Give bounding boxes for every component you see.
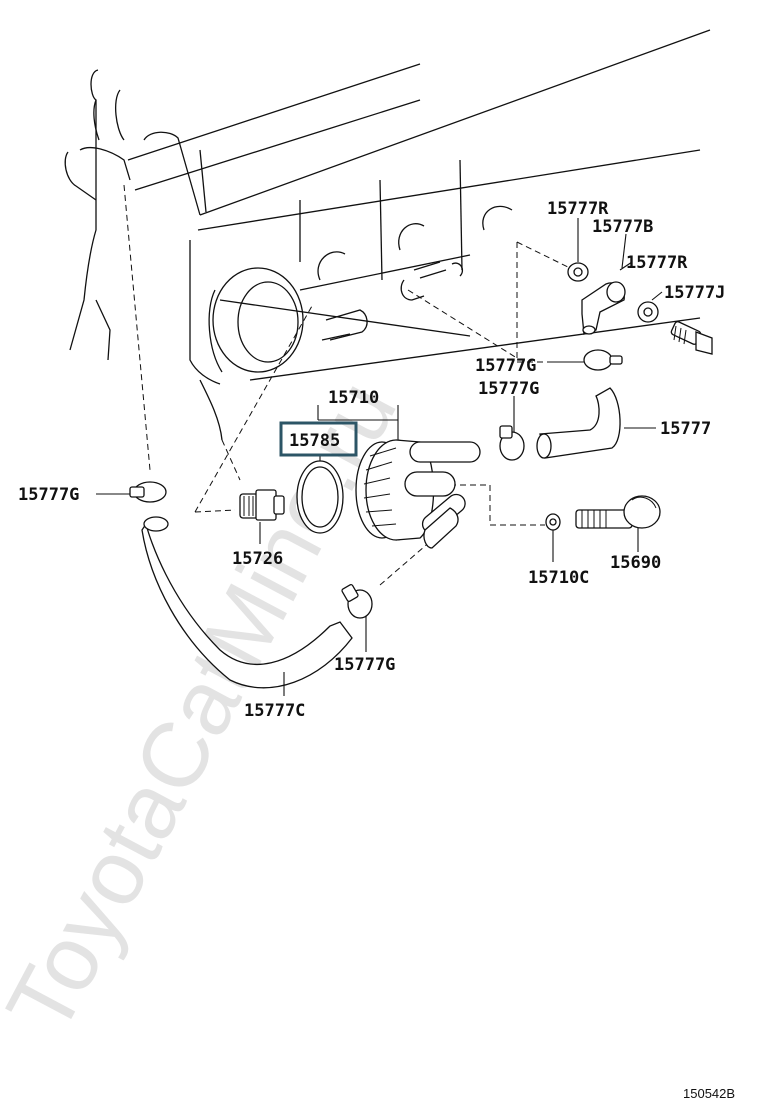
label-15785[interactable]: 15785 bbox=[289, 431, 340, 451]
dashed-connectors bbox=[123, 184, 571, 586]
clamp-15777g-bottom[interactable] bbox=[341, 584, 373, 619]
label-15777g-mid[interactable]: 15777G bbox=[478, 379, 539, 399]
reference-code: 150542B bbox=[683, 1086, 735, 1101]
highlight-box bbox=[279, 421, 358, 457]
hose-15777c[interactable] bbox=[141, 516, 353, 689]
watermark: ToyotaCatMine.ru bbox=[0, 365, 416, 1049]
label-15690[interactable]: 15690 bbox=[610, 553, 661, 573]
clamp-15777g-left[interactable] bbox=[129, 481, 167, 503]
label-15710c[interactable]: 15710C bbox=[528, 568, 589, 588]
union-bolt-15690[interactable] bbox=[575, 495, 661, 529]
label-15777g-bottom[interactable]: 15777G bbox=[334, 655, 395, 675]
union-15777b[interactable] bbox=[581, 281, 626, 335]
label-15710[interactable]: 15710 bbox=[328, 388, 379, 408]
clamp-15777g-mid[interactable] bbox=[499, 425, 525, 461]
label-15777j[interactable]: 15777J bbox=[664, 283, 725, 303]
leader-lines bbox=[96, 218, 663, 696]
label-15777b[interactable]: 15777B bbox=[592, 217, 653, 237]
label-15777c[interactable]: 15777C bbox=[244, 701, 305, 721]
oil-cooler-15710[interactable] bbox=[355, 439, 481, 549]
washer-15710c[interactable] bbox=[545, 513, 561, 531]
label-15777g-top[interactable]: 15777G bbox=[475, 356, 536, 376]
label-15777g-left[interactable]: 15777G bbox=[18, 485, 79, 505]
engine-block bbox=[64, 29, 711, 441]
o-ring-15785[interactable] bbox=[296, 460, 344, 534]
clamp-15777g-top[interactable] bbox=[583, 349, 623, 371]
washer-15777r-b[interactable] bbox=[637, 301, 659, 323]
hose-15777[interactable] bbox=[536, 387, 621, 459]
bolt-15777j[interactable] bbox=[670, 321, 713, 355]
label-15777[interactable]: 15777 bbox=[660, 419, 711, 439]
washer-15777r-a[interactable] bbox=[567, 262, 589, 282]
label-15726[interactable]: 15726 bbox=[232, 549, 283, 569]
sensor-15726[interactable] bbox=[239, 489, 285, 521]
label-15777r-b[interactable]: 15777R bbox=[626, 253, 688, 273]
label-15777r-a[interactable]: 15777R bbox=[547, 199, 609, 219]
